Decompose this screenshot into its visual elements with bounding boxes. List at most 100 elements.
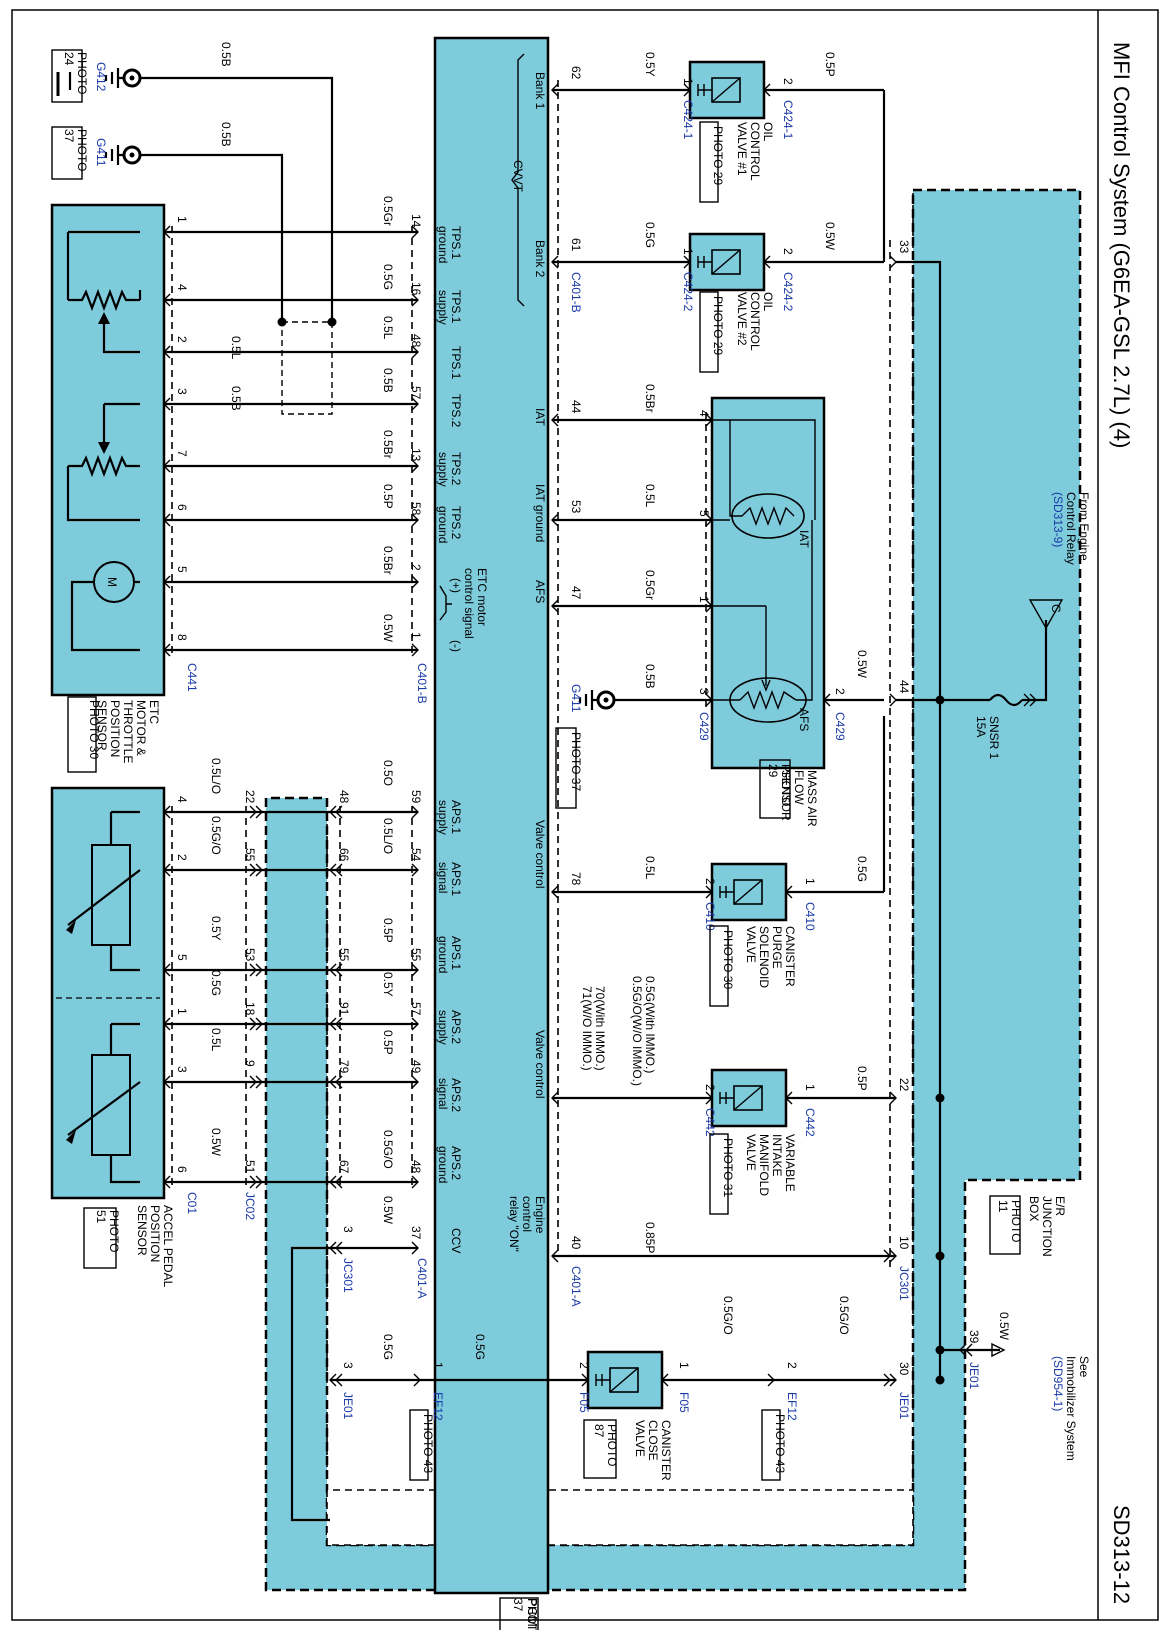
cc-valve-slash xyxy=(609,1367,639,1393)
ocv1-pin1: 1 xyxy=(681,78,695,85)
pcm-left-labels: TPS.1groundTPS.1supplyTPS.1TPS.2TPS.2sup… xyxy=(436,53,547,1635)
etc-motor-label: M xyxy=(105,577,119,587)
apps-pcm-chevron-0 xyxy=(411,805,419,819)
pcm-aps1s-1: supply xyxy=(436,800,450,835)
ocv1-label-2: VALVE #1 xyxy=(735,122,749,176)
ccv-pcm-pin: 37 xyxy=(409,1226,423,1240)
ocv2-solenoid-coil-slash xyxy=(711,249,741,275)
afs-signal-lead xyxy=(761,606,771,692)
ocv2-pcm-conn: C401-B xyxy=(569,272,583,313)
apps-pin-2: 5 xyxy=(175,954,189,961)
etc-wire-label-1: 0.5G xyxy=(381,264,395,290)
maf-wire-label-1: 0.5L xyxy=(643,484,657,508)
aps2-resistor-leads xyxy=(109,1022,140,1184)
apps-jc02-pin-2: 53 xyxy=(243,948,257,962)
apps-label-line-0: ACCEL PEDAL xyxy=(161,1205,175,1288)
ejb-internal-bus xyxy=(896,260,942,1380)
g411-label: G411 xyxy=(94,138,108,167)
immo-see-0: See xyxy=(1077,1356,1091,1378)
maf-conn-b: C429 xyxy=(833,712,847,741)
cc-je01-right-chevron xyxy=(889,1373,897,1387)
vim-label-0: VARIABLE xyxy=(783,1134,797,1192)
immo-je01-chevron xyxy=(959,1343,967,1357)
ejb-fuse-label-1: 15A xyxy=(974,716,988,737)
etc-wire-label-3: 0.5B xyxy=(381,368,395,393)
maf-label-0: MASS AIR xyxy=(805,770,819,827)
cc-je01-left-chevron xyxy=(329,1373,337,1387)
maf-wire-label-0: 0.5Br xyxy=(643,384,657,413)
pcm-ecr-0: Engine xyxy=(533,1196,547,1234)
ccv-jumper xyxy=(290,1246,330,1522)
pcm-aps1sig-1: signal xyxy=(436,862,450,893)
apps-wire-right-2: 0.5P xyxy=(381,918,395,943)
apps-pcm-pin-3: 57 xyxy=(409,1002,423,1016)
ocv1-pcm-chevron xyxy=(551,83,559,97)
pcm-aps2g-1: ground xyxy=(436,1146,450,1183)
vim-wire-b-label: 0.5P xyxy=(855,1066,869,1091)
ocv2-photo: PHOTO 29 xyxy=(711,296,725,355)
apps-wire-left-1: 0.5G/O xyxy=(209,816,223,855)
inner-dash-box xyxy=(326,800,914,1491)
purge-label-0: CANISTER xyxy=(783,926,797,987)
apps-jc02-chevron-1-b xyxy=(249,863,257,877)
ocv2-wire-a-label: 0.5G xyxy=(643,222,657,248)
apps-mid-pin-2: 55 xyxy=(337,948,351,962)
cc-wire-r2-label: 0.5G/O xyxy=(837,1296,851,1335)
ejb-splice-22 xyxy=(935,1093,945,1103)
pcm-aps1sig-0: APS.1 xyxy=(449,862,463,896)
etc-pcm-chevron-1 xyxy=(411,293,419,307)
ejb-pin22: 22 xyxy=(897,1078,911,1092)
g411-wire xyxy=(140,153,284,322)
ejb-pin10: 10 xyxy=(897,1236,911,1250)
etc-wire-label-4: 0.5Br xyxy=(381,430,395,459)
apps-wire-right-1: 0.5L/O xyxy=(381,818,395,854)
etc-sensor-pin-6: 5 xyxy=(175,566,189,573)
apps-jc02-chevron-1 xyxy=(255,863,263,877)
cc-photo-box xyxy=(583,1419,617,1479)
aps1-resistor-leads xyxy=(109,810,140,972)
g412-photo-box xyxy=(51,49,83,103)
ecr-pcm-pin: 40 xyxy=(569,1236,583,1250)
cc-ef12-pin-l: 1 xyxy=(431,1362,445,1369)
purge-label-3: VALVE xyxy=(744,926,758,963)
pcm-aps2sig-1: signal xyxy=(436,1078,450,1109)
apps-jc02-chevron-3-b xyxy=(249,1017,257,1031)
g412-photo-1: 24 xyxy=(62,52,76,66)
aps1-wiper-arrow xyxy=(66,920,76,934)
apps-mid-chevron-0 xyxy=(329,805,337,819)
cc-je01-right-chevron-b xyxy=(883,1373,891,1387)
ocv1-label-1: CONTROL xyxy=(748,122,762,181)
pcm-tps2g-1: ground xyxy=(436,506,450,543)
apps-mid-pin-1: 66 xyxy=(337,848,351,862)
apps-jc02-chevron-5-b xyxy=(249,1175,257,1189)
apps-mid-chevron-1 xyxy=(329,863,337,877)
pcm-bank1: Bank 1 xyxy=(533,72,547,110)
cc-je01-r: JE01 xyxy=(897,1392,911,1420)
etc-extra-wire-1: 0.5B xyxy=(229,386,243,411)
ecr-conn: C401-A xyxy=(569,1266,583,1307)
etc-pcm-pin-1: 16 xyxy=(409,282,423,296)
etc-wire-label-6: 0.5Br xyxy=(381,546,395,575)
apps-jc02-pin-3: 18 xyxy=(243,1002,257,1016)
vim-conn-a: C442 xyxy=(703,1108,717,1137)
ejb-jc301: JC301 xyxy=(897,1266,911,1301)
jc301-inner-boundary xyxy=(326,1490,914,1546)
etc-pcm-chevron-4 xyxy=(411,459,419,473)
apps-jc02-chevron-4 xyxy=(255,1075,263,1089)
apps-sensor-chevron-0 xyxy=(163,805,171,819)
etc-pcm-pin-5: 58 xyxy=(409,502,423,516)
purge-label-2: SOLENOID xyxy=(757,926,771,988)
jc301-region xyxy=(327,1490,913,1545)
apps-pin-5: 6 xyxy=(175,1166,189,1173)
vim-pin1: 1 xyxy=(803,1084,817,1091)
g411b-ground-symbol xyxy=(578,690,598,710)
maf-pin2-chevron xyxy=(823,693,831,707)
immo-je01-chevron-b xyxy=(965,1343,973,1357)
etc-label-line-1: MOTOR & xyxy=(134,700,148,756)
etc-motor-leads xyxy=(70,580,140,652)
cc-ef12-photo-l: PHOTO 43 xyxy=(421,1414,435,1473)
maf-sensor-chevron-0 xyxy=(705,413,713,427)
etc-sensor-chevron-0 xyxy=(163,225,171,239)
ejb-pin44: 44 xyxy=(897,680,911,694)
